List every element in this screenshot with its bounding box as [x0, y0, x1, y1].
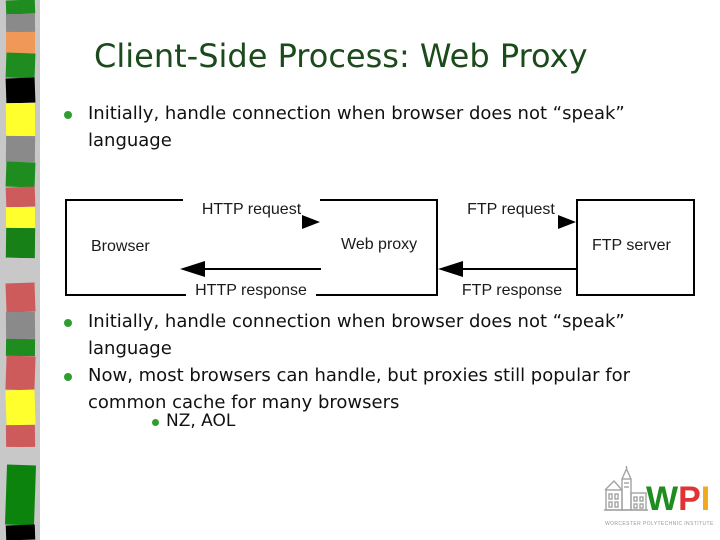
node-label-browser: Browser	[91, 238, 150, 255]
arrowhead-left-icon	[438, 261, 463, 277]
bullet-item: Initially, handle connection when browse…	[88, 308, 625, 362]
strip-block	[5, 77, 36, 104]
bullet-line: Initially, handle connection when browse…	[88, 103, 625, 124]
arrow-label-http-response: HTTP response	[186, 278, 316, 304]
strip-block	[5, 338, 36, 357]
strip-block	[5, 257, 36, 284]
arrowhead-right-icon	[558, 215, 576, 229]
bullet-line: language	[88, 338, 172, 359]
strip-block	[5, 13, 36, 33]
bullet-line: common cache for many browsers	[88, 392, 400, 413]
arrow-line	[203, 268, 321, 270]
color-strip	[0, 0, 40, 540]
strip-block	[5, 31, 36, 54]
wpi-logo: WPI WORCESTER POLYTECHNIC INSTITUTE	[601, 464, 719, 532]
bullet-item: Initially, handle connection when browse…	[88, 100, 625, 154]
strip-block	[5, 186, 36, 208]
strip-block	[5, 424, 36, 448]
arrow-label-ftp-request: FTP request	[446, 193, 576, 227]
arrowhead-right-icon	[302, 215, 320, 229]
page-title: Client-Side Process: Web Proxy	[94, 37, 588, 75]
bullet-line: Initially, handle connection when browse…	[88, 311, 625, 332]
ftp-server-box	[576, 199, 695, 296]
arrow-line	[461, 268, 576, 270]
strip-block	[5, 389, 36, 426]
arrowhead-left-icon	[180, 261, 205, 277]
arrow-label-http-request: HTTP request	[183, 193, 320, 227]
strip-block	[5, 161, 36, 188]
sub-bullet-icon	[152, 419, 159, 426]
strip-block	[5, 311, 36, 340]
bullet-line: NZ, AOL	[166, 411, 236, 431]
strip-block	[5, 0, 36, 15]
strip-block	[5, 524, 36, 540]
strip-block	[5, 227, 36, 259]
wpi-letter-p: P	[678, 480, 701, 518]
sub-bullet-item: NZ, AOL	[166, 408, 235, 434]
strip-block	[5, 102, 36, 137]
bullet-line: language	[88, 130, 172, 151]
node-label-ftp-server: FTP server	[592, 237, 671, 254]
strip-block	[5, 52, 36, 79]
node-label-web-proxy: Web proxy	[341, 236, 418, 253]
wpi-letter-w: W	[646, 480, 679, 518]
bullet-icon	[64, 373, 72, 381]
strip-block	[5, 446, 36, 466]
strip-block	[5, 355, 36, 391]
strip-block	[5, 135, 36, 163]
wpi-letter-i: I	[700, 480, 711, 518]
strip-block	[4, 464, 37, 526]
arrow-label-ftp-response: FTP response	[452, 278, 572, 304]
bullet-line: Now, most browsers can handle, but proxi…	[88, 365, 630, 386]
strip-block	[5, 282, 36, 313]
bullet-icon	[64, 111, 72, 119]
bullet-item: Now, most browsers can handle, but proxi…	[88, 362, 630, 416]
campus-building-icon	[604, 466, 648, 511]
strip-block	[5, 206, 36, 229]
wpi-wordmark: WPI	[646, 480, 710, 518]
wpi-tagline: WORCESTER POLYTECHNIC INSTITUTE	[605, 521, 714, 527]
bullet-icon	[64, 319, 72, 327]
